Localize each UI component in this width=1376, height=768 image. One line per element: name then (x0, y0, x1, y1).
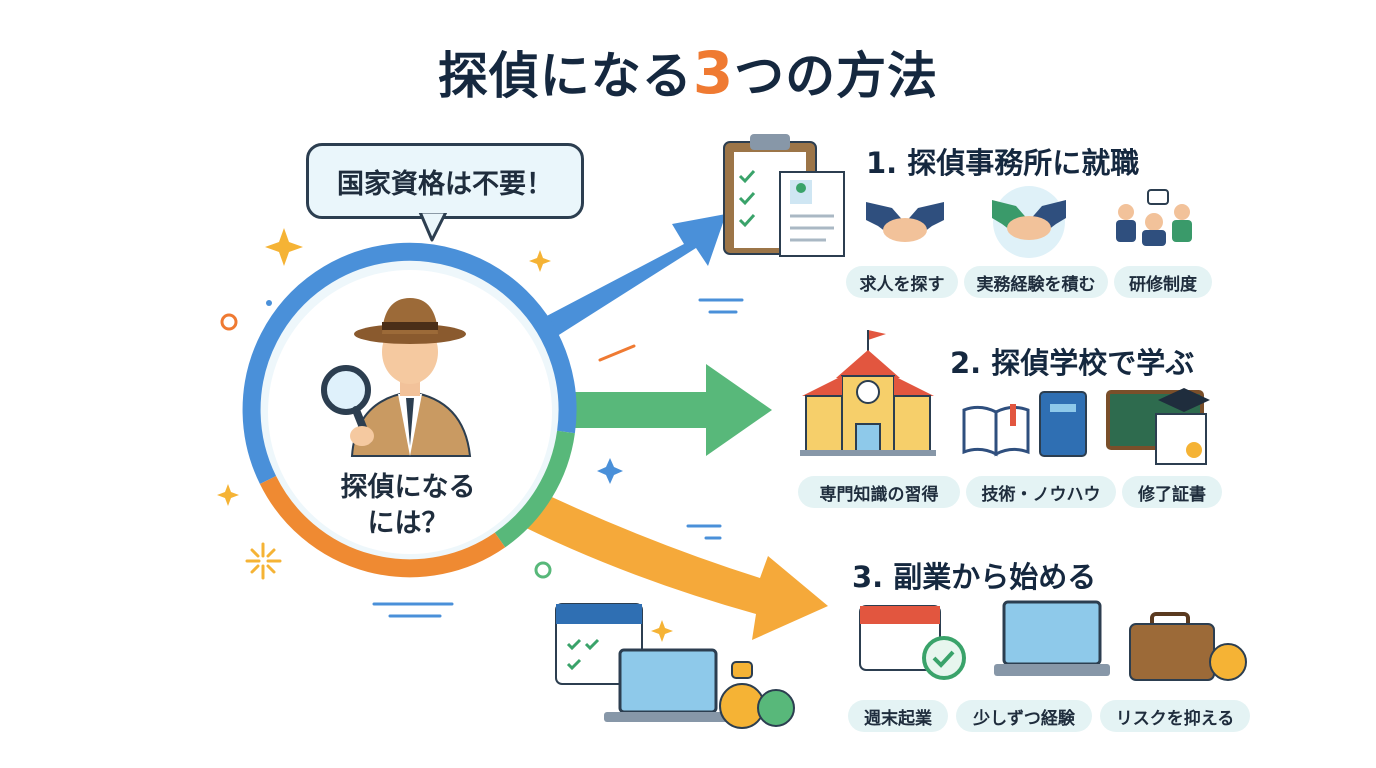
laptop-icon (604, 648, 732, 722)
speech-bubble: 国家資格は不要！ (306, 143, 584, 219)
title-part-1: 探偵になる (437, 47, 693, 105)
method-3-item-3: リスクを抑える (1100, 700, 1250, 732)
book-icon (1039, 391, 1087, 457)
title-number: 3 (692, 39, 735, 107)
motion-lines (372, 298, 744, 618)
arrow-to-method-1 (520, 214, 726, 352)
method-2-item-1: 専門知識の習得 (798, 476, 960, 508)
dot-icon (220, 313, 238, 331)
title-part-2: つの方法 (734, 47, 939, 105)
speech-bubble-text: 国家資格は不要！ (337, 168, 553, 200)
clipboard-icon (723, 134, 845, 257)
method-1-title: 1. 探偵事務所に就職 (866, 146, 1140, 180)
method-1-item-2: 実務経験を積む (964, 266, 1108, 298)
method-3-title: 3. 副業から始める (852, 560, 1097, 594)
sparkle-icon (217, 228, 673, 642)
money-bag-icon (719, 661, 795, 729)
handshake-green-icon (992, 200, 1066, 240)
school-building-icon (800, 330, 936, 456)
burst-icon (245, 542, 282, 580)
method-1-item-3: 研修制度 (1114, 266, 1212, 298)
calendar-check-icon (859, 605, 966, 680)
center-question-line2: には？ (367, 508, 449, 539)
arrow-to-method-3 (506, 482, 828, 640)
arrow-to-method-2 (540, 364, 772, 456)
method-3-item-2: 少しずつ経験 (956, 700, 1092, 732)
briefcase-icon (1129, 612, 1247, 681)
method-3-item-1: 週末起業 (848, 700, 948, 732)
method-2-item-3: 修了証書 (1122, 476, 1222, 508)
dot-icon (266, 300, 272, 306)
laptop-2-icon (994, 600, 1110, 676)
graduation-certificate-icon (1106, 388, 1210, 465)
method-2-title: 2. 探偵学校で学ぶ (950, 346, 1195, 380)
method-1-item-1: 求人を探す (846, 266, 958, 298)
detective-icon (321, 298, 472, 457)
center-question-line1: 探偵になる (340, 472, 476, 503)
dot-icon (534, 561, 552, 579)
page-title: 探偵になる3つの方法 (0, 36, 1376, 108)
open-book-icon (962, 404, 1030, 457)
sparkle-blue-icon (597, 458, 623, 484)
center-question: 探偵になる には？ (298, 470, 518, 542)
method-2-item-2: 技術・ノウハウ (966, 476, 1116, 508)
training-meeting-icon (1116, 189, 1192, 246)
handshake-icon (866, 202, 944, 242)
